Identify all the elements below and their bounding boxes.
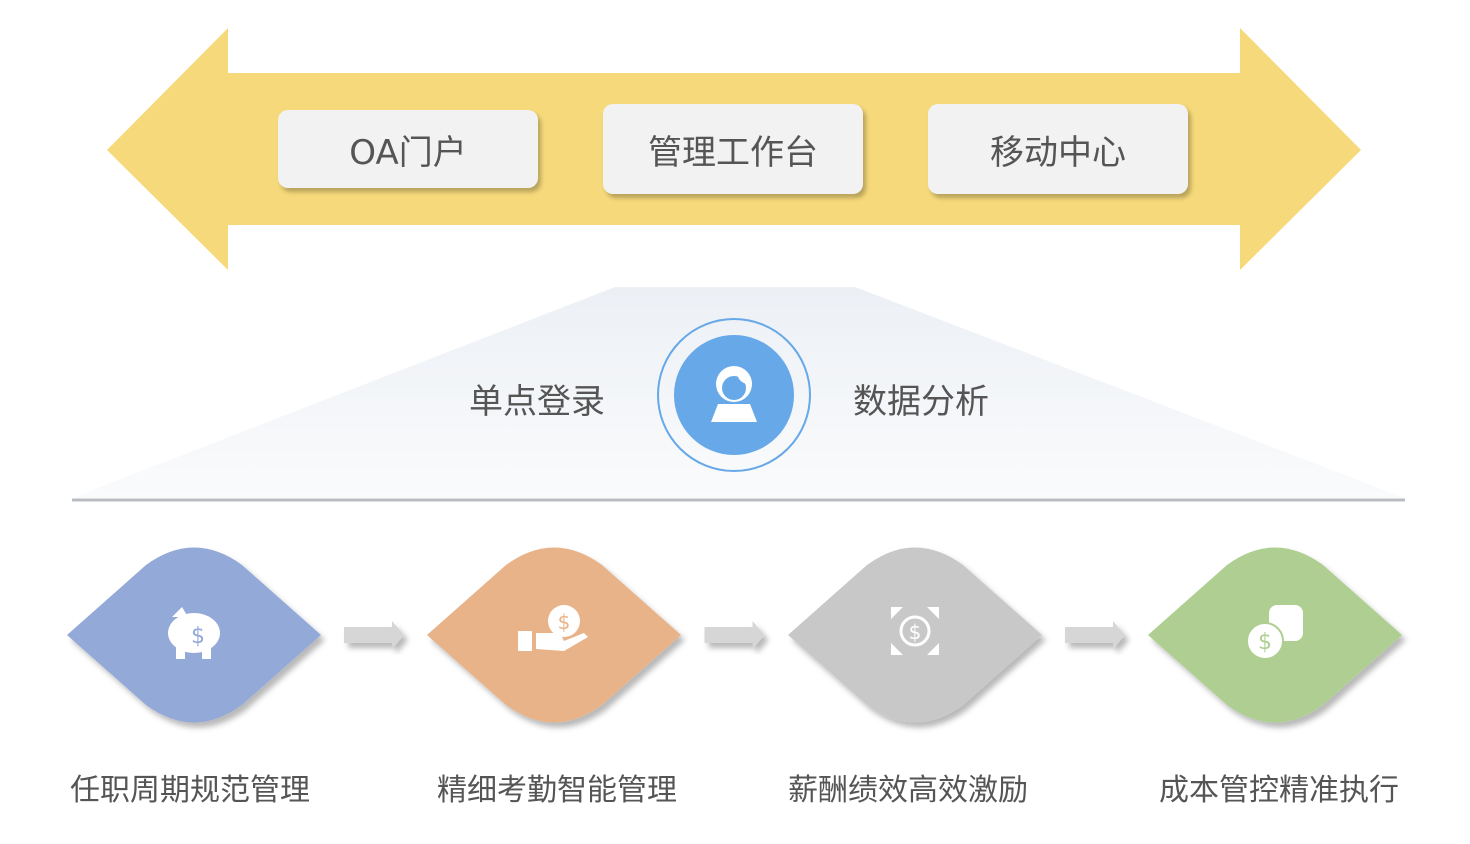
step-3: $: [788, 547, 1042, 723]
svg-text:$: $: [1258, 630, 1272, 655]
step-diamond: [788, 547, 1042, 723]
oa-portal-button[interactable]: OA门户: [278, 110, 538, 188]
data-analysis-label: 数据分析: [853, 382, 989, 422]
money-expand-icon: $: [891, 607, 939, 655]
svg-text:$: $: [191, 624, 205, 649]
step-2: $: [427, 547, 681, 723]
piggy-bank-icon: $: [168, 607, 220, 659]
step-label: 任职周期规范管理: [70, 773, 310, 808]
step-label: 薪酬绩效高效激励: [788, 773, 1028, 808]
step-4: $: [1148, 547, 1402, 723]
mobile-center-button[interactable]: 移动中心: [928, 104, 1188, 194]
flow-arrow-icon: [704, 621, 765, 649]
step-label: 成本管控精准执行: [1159, 773, 1399, 808]
step-1: $: [67, 547, 321, 723]
svg-text:$: $: [909, 620, 922, 644]
flow-arrow-icon: [344, 621, 404, 649]
svg-text:$: $: [558, 610, 571, 634]
step-label: 精细考勤智能管理: [437, 773, 677, 808]
flow-arrow-icon: [1065, 621, 1125, 649]
user-icon: [711, 366, 757, 422]
hand-coin-icon: $: [518, 605, 588, 651]
coin-stack-icon: $: [1246, 605, 1303, 660]
management-workbench-button[interactable]: 管理工作台: [603, 104, 863, 194]
sso-label: 单点登录: [469, 382, 605, 422]
user-ring: [657, 318, 811, 472]
